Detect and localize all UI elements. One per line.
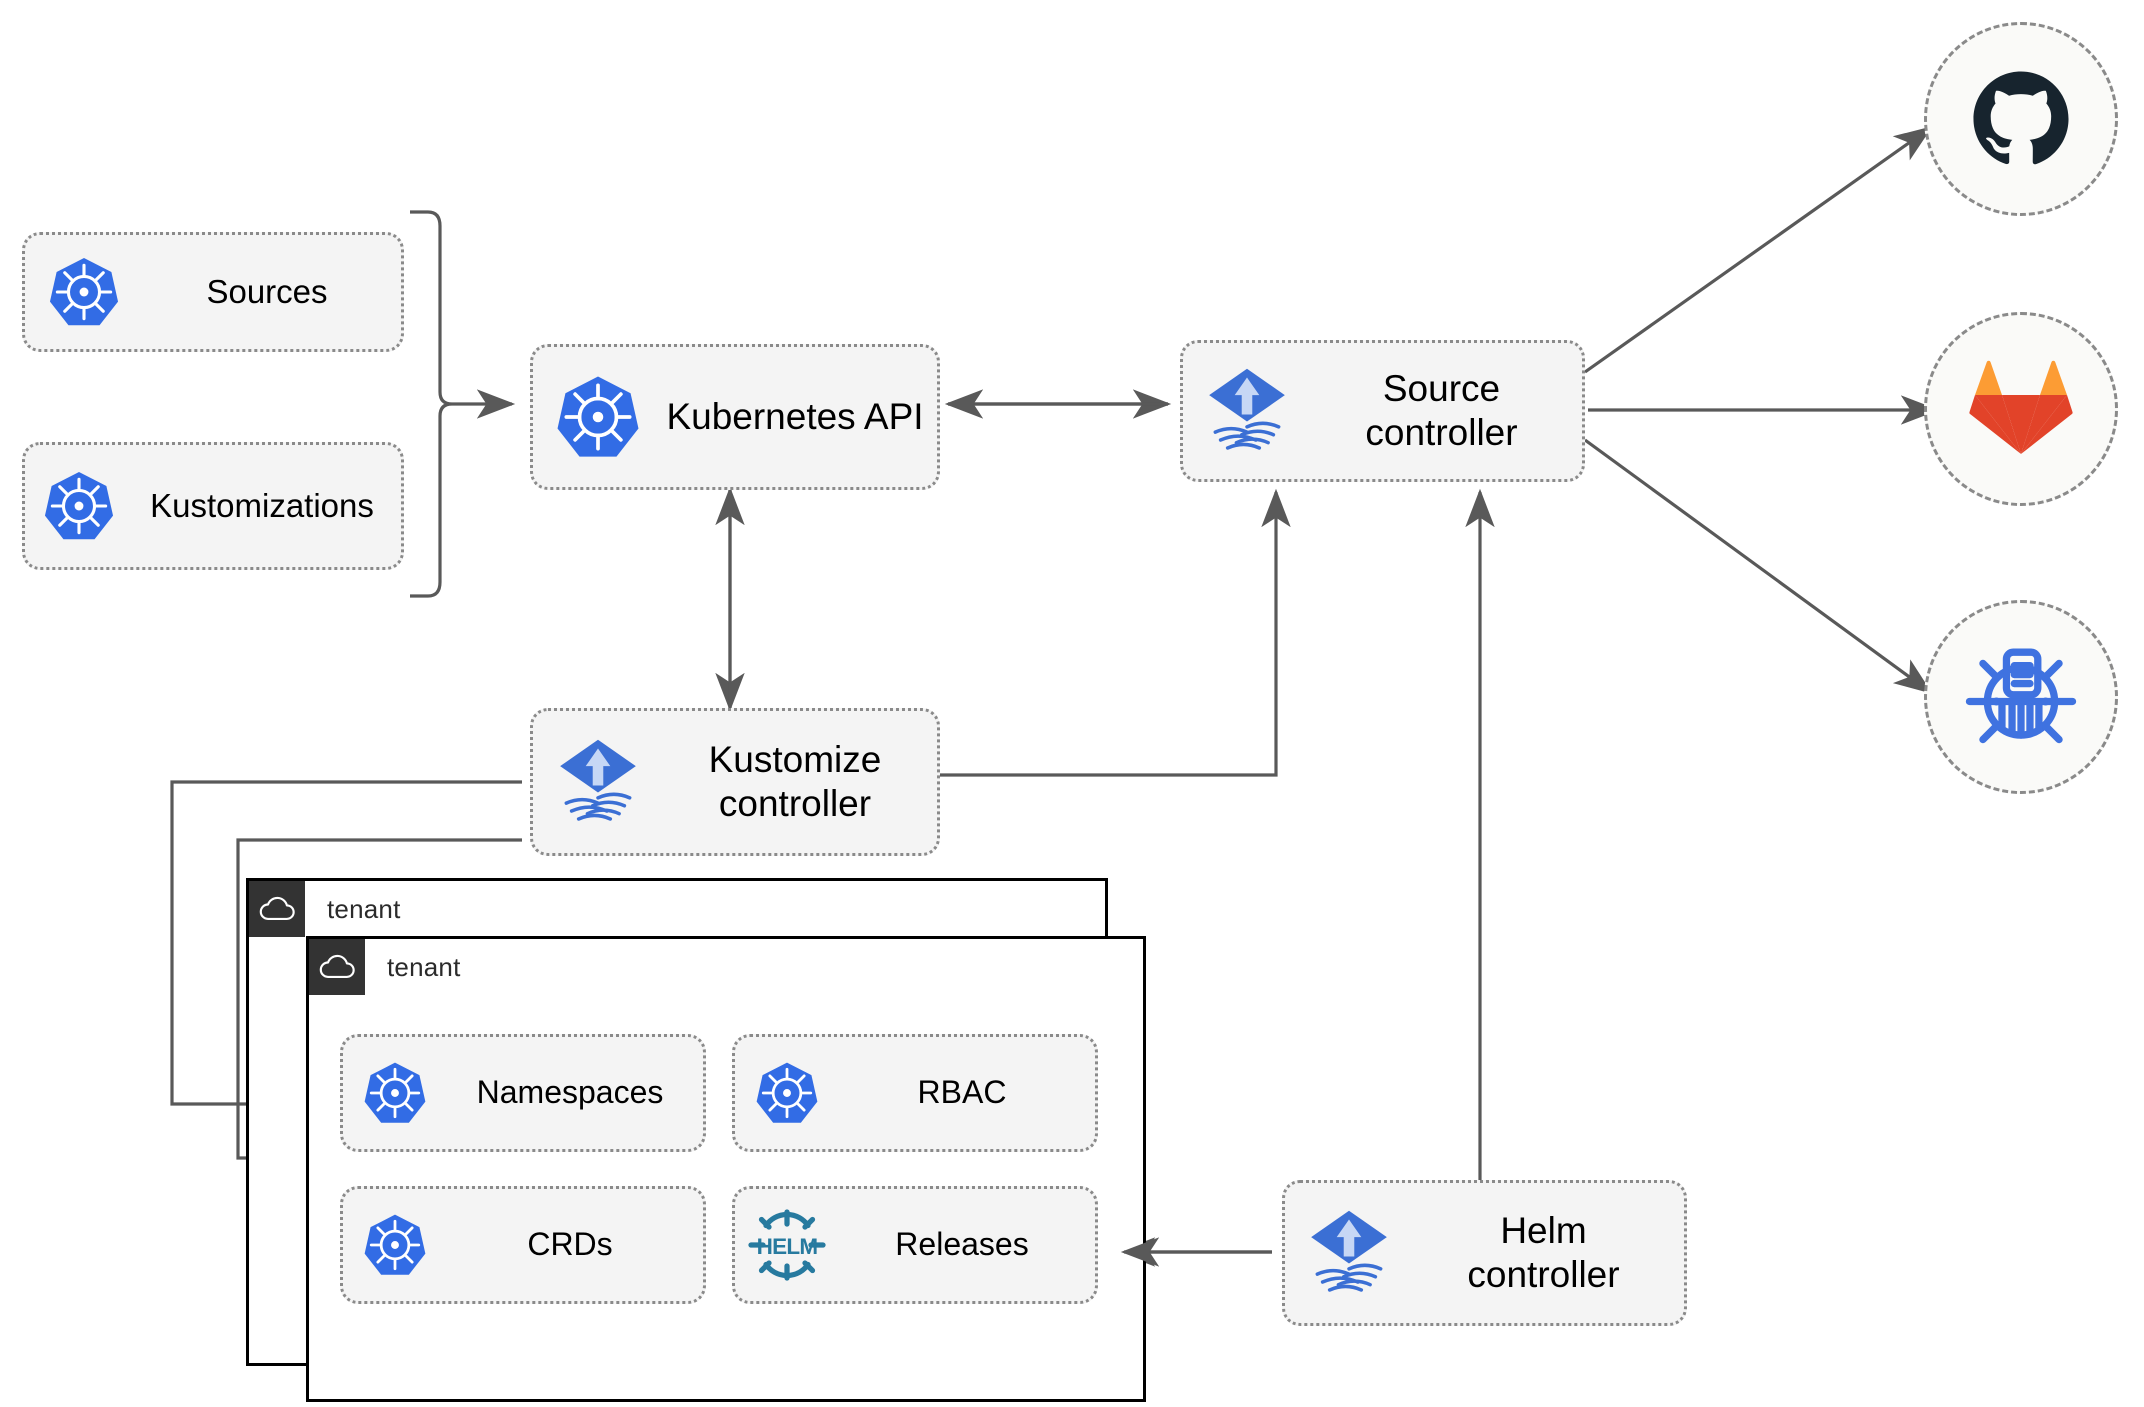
resource-label: Kustomizations xyxy=(150,486,374,524)
kubernetes-icon xyxy=(343,1060,447,1126)
helm-controller-label: Helm controller xyxy=(1467,1210,1620,1295)
cloud-icon xyxy=(249,881,305,937)
kubernetes-icon xyxy=(533,373,663,461)
tenant-header: tenant xyxy=(249,881,401,937)
resource-node-kustomizations[interactable]: Kustomizations xyxy=(22,442,404,570)
source-controller-label: Source controller xyxy=(1365,368,1518,453)
source-controller-node[interactable]: Source controller xyxy=(1180,340,1585,482)
kubernetes-api-node[interactable]: Kubernetes API xyxy=(530,344,940,490)
helm-controller-node[interactable]: Helm controller xyxy=(1282,1180,1687,1326)
flux-icon xyxy=(1183,365,1311,457)
github-icon xyxy=(1973,71,2069,165)
tenant-resource-label: CRDs xyxy=(527,1226,613,1263)
flux-icon xyxy=(1285,1207,1413,1299)
cloud-icon xyxy=(309,939,365,995)
helm-icon: HELM xyxy=(735,1208,839,1282)
tenant-window-front[interactable]: tenant xyxy=(306,936,1146,1402)
tenant-resource-label: Releases xyxy=(895,1226,1029,1263)
external-gitlab[interactable] xyxy=(1924,312,2118,506)
tenant-resource-releases[interactable]: HELM Releases xyxy=(732,1186,1098,1304)
tenant-header: tenant xyxy=(309,939,461,995)
tenant-resource-namespaces[interactable]: Namespaces xyxy=(340,1034,706,1152)
kustomize-controller-node[interactable]: Kustomize controller xyxy=(530,708,940,856)
tenant-resource-label: RBAC xyxy=(917,1074,1007,1111)
flux-icon xyxy=(533,736,663,828)
kustomize-controller-label: Kustomize controller xyxy=(708,739,882,824)
tenant-resource-crds[interactable]: CRDs xyxy=(340,1186,706,1304)
kubernetes-api-label: Kubernetes API xyxy=(666,396,924,438)
kubernetes-icon xyxy=(343,1212,447,1278)
resource-node-sources[interactable]: Sources xyxy=(22,232,404,352)
resource-label: Sources xyxy=(206,272,328,310)
gitlab-icon xyxy=(1969,360,2073,454)
tenant-resource-label: Namespaces xyxy=(476,1074,664,1111)
tenant-title: tenant xyxy=(387,951,461,982)
kubernetes-icon xyxy=(25,255,143,329)
external-github[interactable] xyxy=(1924,22,2118,216)
tenant-title: tenant xyxy=(327,893,401,924)
kubernetes-icon xyxy=(25,469,133,543)
svg-text:HELM: HELM xyxy=(757,1234,818,1259)
kubernetes-icon xyxy=(735,1060,839,1126)
tenant-resource-rbac[interactable]: RBAC xyxy=(732,1034,1098,1152)
external-helm-registry[interactable] xyxy=(1924,600,2118,794)
helm-chart-registry-icon xyxy=(1965,648,2077,744)
